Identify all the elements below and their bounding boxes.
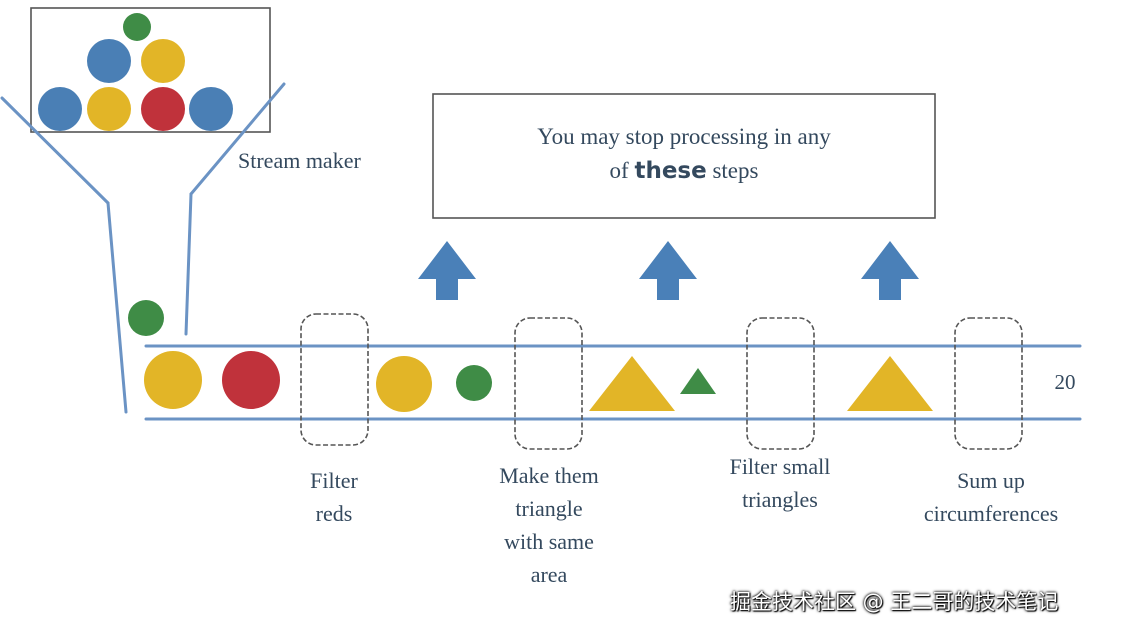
falling-ball-green: [128, 300, 164, 336]
info-box: [432, 93, 936, 219]
info-line-2-pre: of: [609, 158, 635, 183]
stream-triangle-yellow: [847, 356, 933, 411]
info-line-2-post: steps: [706, 158, 759, 183]
step-gate-make-triangle: [514, 317, 583, 450]
step-label-line: Sum up: [957, 468, 1025, 493]
source-ball-green: [123, 13, 151, 41]
step-gate-filter-reds: [300, 313, 369, 446]
step-label-make-triangle: Make them triangle with same area: [470, 459, 628, 591]
source-ball-red: [141, 87, 185, 131]
result-value: 20: [1054, 370, 1076, 394]
step-label-line: reds: [315, 501, 353, 526]
step-label-filter-small: Filter small triangles: [704, 450, 856, 516]
step-label-line: Filter: [310, 468, 358, 493]
step-label-line: Filter small: [729, 454, 831, 479]
stream-triangle-yellow: [589, 356, 675, 411]
stream-ball-yellow: [144, 351, 202, 409]
step-label-line: area: [530, 562, 568, 587]
info-text: You may stop processing in any of these …: [434, 120, 934, 188]
stream-source-box: [30, 7, 271, 133]
stream-ball-green: [456, 365, 492, 401]
up-arrow-icon: [418, 241, 476, 300]
step-label-line: triangles: [742, 487, 818, 512]
step-gate-sum: [954, 317, 1023, 450]
up-arrow-icon: [861, 241, 919, 300]
step-label-filter-reds: Filter reds: [284, 464, 384, 530]
step-gate-filter-small: [746, 317, 815, 450]
step-label-line: circumferences: [923, 501, 1059, 526]
source-ball-blue: [38, 87, 82, 131]
stream-ball-yellow: [376, 356, 432, 412]
step-label-sum: Sum up circumferences: [896, 464, 1086, 530]
stream-maker-label: Stream maker: [238, 148, 361, 173]
info-line-2-bold: these: [634, 158, 707, 184]
watermark: 掘金技术社区 @ 王二哥的技术笔记: [730, 590, 1059, 614]
step-label-line: with same: [504, 529, 594, 554]
step-label-line: Make them: [499, 463, 599, 488]
source-ball-blue: [87, 39, 131, 83]
stream-triangle-green: [680, 368, 716, 394]
funnel: [0, 82, 286, 414]
info-line-2: of these steps: [434, 154, 934, 188]
source-ball-yellow: [87, 87, 131, 131]
stream-ball-red: [222, 351, 280, 409]
info-line-1: You may stop processing in any: [537, 124, 831, 149]
step-label-line: triangle: [515, 496, 583, 521]
source-ball-yellow: [141, 39, 185, 83]
source-ball-blue: [189, 87, 233, 131]
up-arrow-icon: [639, 241, 697, 300]
